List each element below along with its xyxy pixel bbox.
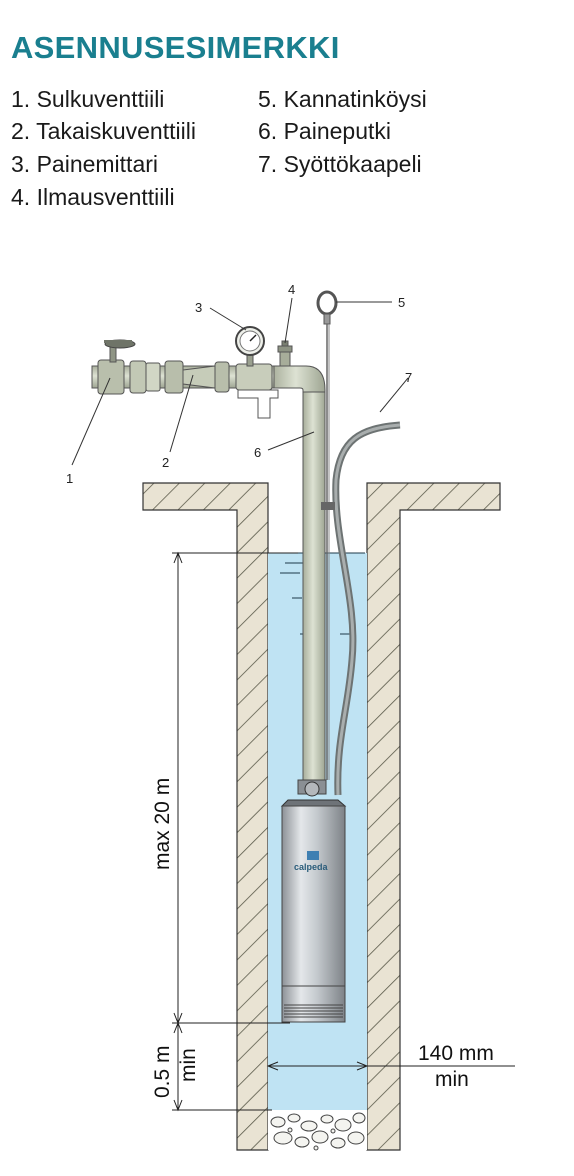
diameter-dimension [266,1061,515,1071]
check-valve-icon [164,360,230,394]
legend-item-4: 4. Ilmausventtiili [11,184,175,210]
pump-intake [281,985,346,1023]
callout-7: 7 [405,370,412,385]
legend-item-5: 5. Kannatinköysi [258,86,427,112]
legend-item-2: 2. Takaiskuventtiili [11,118,196,144]
diameter-label: 140 mm [418,1042,494,1065]
page-title: ASENNUSESIMERKKI [11,30,340,65]
clearance-label: 0.5 m [151,1045,174,1098]
pressure-pipe [302,391,326,785]
support-rope [316,290,338,780]
callout-5: 5 [398,295,405,310]
pressure-gauge-icon [235,326,265,367]
tee-fitting-icon [235,363,279,419]
depth-dimension [172,551,298,1112]
supply-cable-highlight [334,423,401,796]
callout-2: 2 [162,455,169,470]
submersible-pump: calpeda [280,779,347,1023]
cable-clamp [321,502,335,510]
legend-item-7: 7. Syöttökaapeli [258,151,422,177]
legend-item-3: 3. Painemittari [11,151,159,177]
diameter-min-label: min [435,1068,469,1091]
callout-4: 4 [288,282,295,297]
legend-item-1: 1. Sulkuventtiili [11,86,165,112]
brand-logo-icon [307,851,319,860]
air-vent-valve-icon [277,340,293,367]
clearance-min-label: min [177,1048,200,1082]
callout-6: 6 [254,445,261,460]
pipe-elbow [271,365,326,393]
shutoff-valve-icon [97,339,136,395]
left-wall [142,482,269,1151]
depth-label: max 20 m [151,778,174,870]
pump-body [281,805,346,987]
pipe-union-icon [129,360,161,394]
callout-3: 3 [195,300,202,315]
callout-1: 1 [66,471,73,486]
pump-brand: calpeda [294,862,329,872]
gravel-bed [268,1110,367,1151]
callout-leaders [71,297,409,466]
borehole-walls [142,482,501,1151]
legend-item-6: 6. Paineputki [258,118,391,144]
intake-grille [284,1004,343,1018]
